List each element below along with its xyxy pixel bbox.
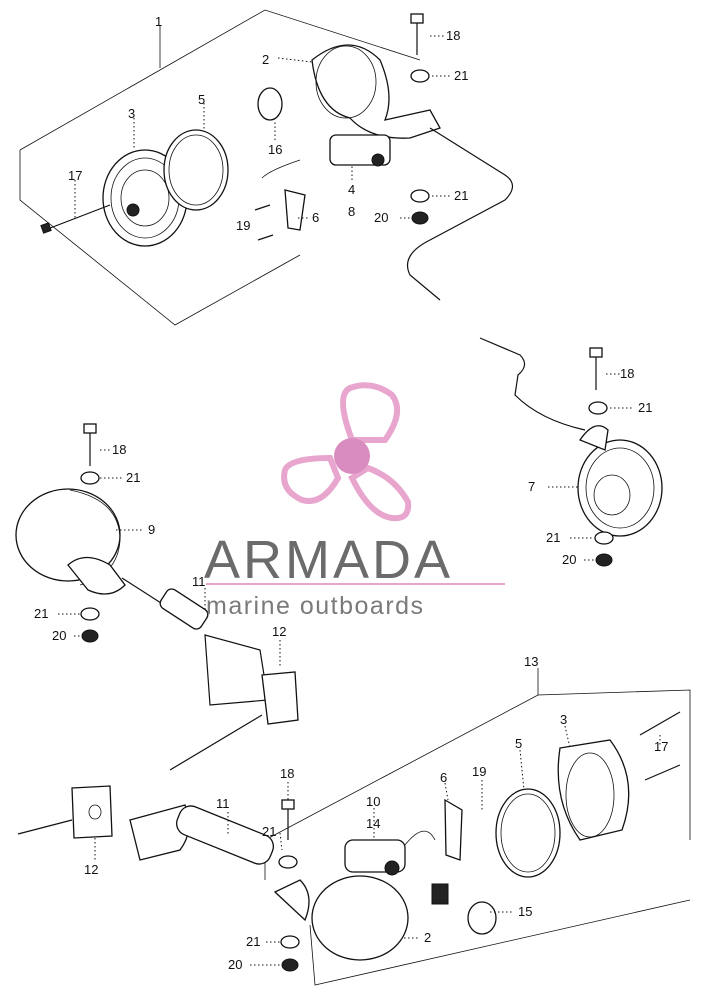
stay-part-11 [159,588,209,630]
callout-2: 2 [424,930,431,945]
callout-21: 21 [126,470,140,485]
lens-part-7 [577,439,663,537]
assembly-front-right-winker: 13 12 11 18 21 10 14 6 19 5 3 17 15 2 21… [17,654,691,986]
callout-12: 12 [272,624,286,639]
lens-part-3 [557,739,630,841]
callout-17: 17 [654,739,668,754]
callout-18: 18 [446,28,460,43]
callout-21: 21 [454,188,468,203]
callout-18: 18 [112,442,126,457]
watermark: ARMADA marine outboards [204,382,505,620]
callout-3: 3 [560,712,567,727]
callout-14: 14 [366,816,380,831]
wire-lead [406,127,514,301]
housing-part-2 [311,44,441,139]
callout-5: 5 [198,92,205,107]
callout-20: 20 [562,552,576,567]
watermark-tagline: marine outboards [206,592,425,620]
callout-21: 21 [638,400,652,415]
gasket-part-5 [163,129,229,211]
callout-10: 10 [366,794,380,809]
propeller-icon [281,382,412,522]
callout-15: 15 [518,904,532,919]
callout-13: 13 [524,654,538,669]
callout-21: 21 [454,68,468,83]
callout-7: 7 [528,479,535,494]
plate-part-6 [284,189,306,231]
callout-5: 5 [515,736,522,751]
callout-20: 20 [228,957,242,972]
gasket-part-5 [495,788,561,878]
housing-part-2 [311,875,409,961]
screw-part-17 [44,204,111,231]
callout-18: 18 [280,766,294,781]
callout-21: 21 [34,606,48,621]
callout-19: 19 [472,764,486,779]
callout-12: 12 [84,862,98,877]
callout-4: 4 [348,182,355,197]
callout-1: 1 [155,14,162,29]
callout-18: 18 [620,366,634,381]
bracket-part-12 [71,785,113,839]
callout-20: 20 [52,628,66,643]
callout-3: 3 [128,106,135,121]
callout-16: 16 [268,142,282,157]
callout-11: 11 [216,796,230,811]
callout-6: 6 [440,770,447,785]
callout-2: 2 [262,52,269,67]
callout-20: 20 [374,210,388,225]
callout-11: 11 [192,574,206,589]
stay-part-11 [175,805,275,865]
callout-21: 21 [546,530,560,545]
callout-9: 9 [148,522,155,537]
watermark-brand: ARMADA [204,530,453,590]
callout-19: 19 [236,218,250,233]
plate-part-6 [444,798,463,861]
callout-21: 21 [246,934,260,949]
callout-6: 6 [312,210,319,225]
callout-17: 17 [68,168,82,183]
assembly-rear-left-winker: 18 21 9 21 20 11 12 [15,423,299,771]
assembly-rear-right-winker: 18 21 7 21 20 [479,337,663,567]
assembly-front-left-winker: 1 2 3 5 16 17 4 8 6 19 18 21 21 20 [19,9,514,326]
callout-8: 8 [348,204,355,219]
bracket-part-12 [261,671,299,725]
callout-21: 21 [262,824,276,839]
bulb-part-15 [467,901,497,935]
bulb-part-16 [257,87,283,121]
